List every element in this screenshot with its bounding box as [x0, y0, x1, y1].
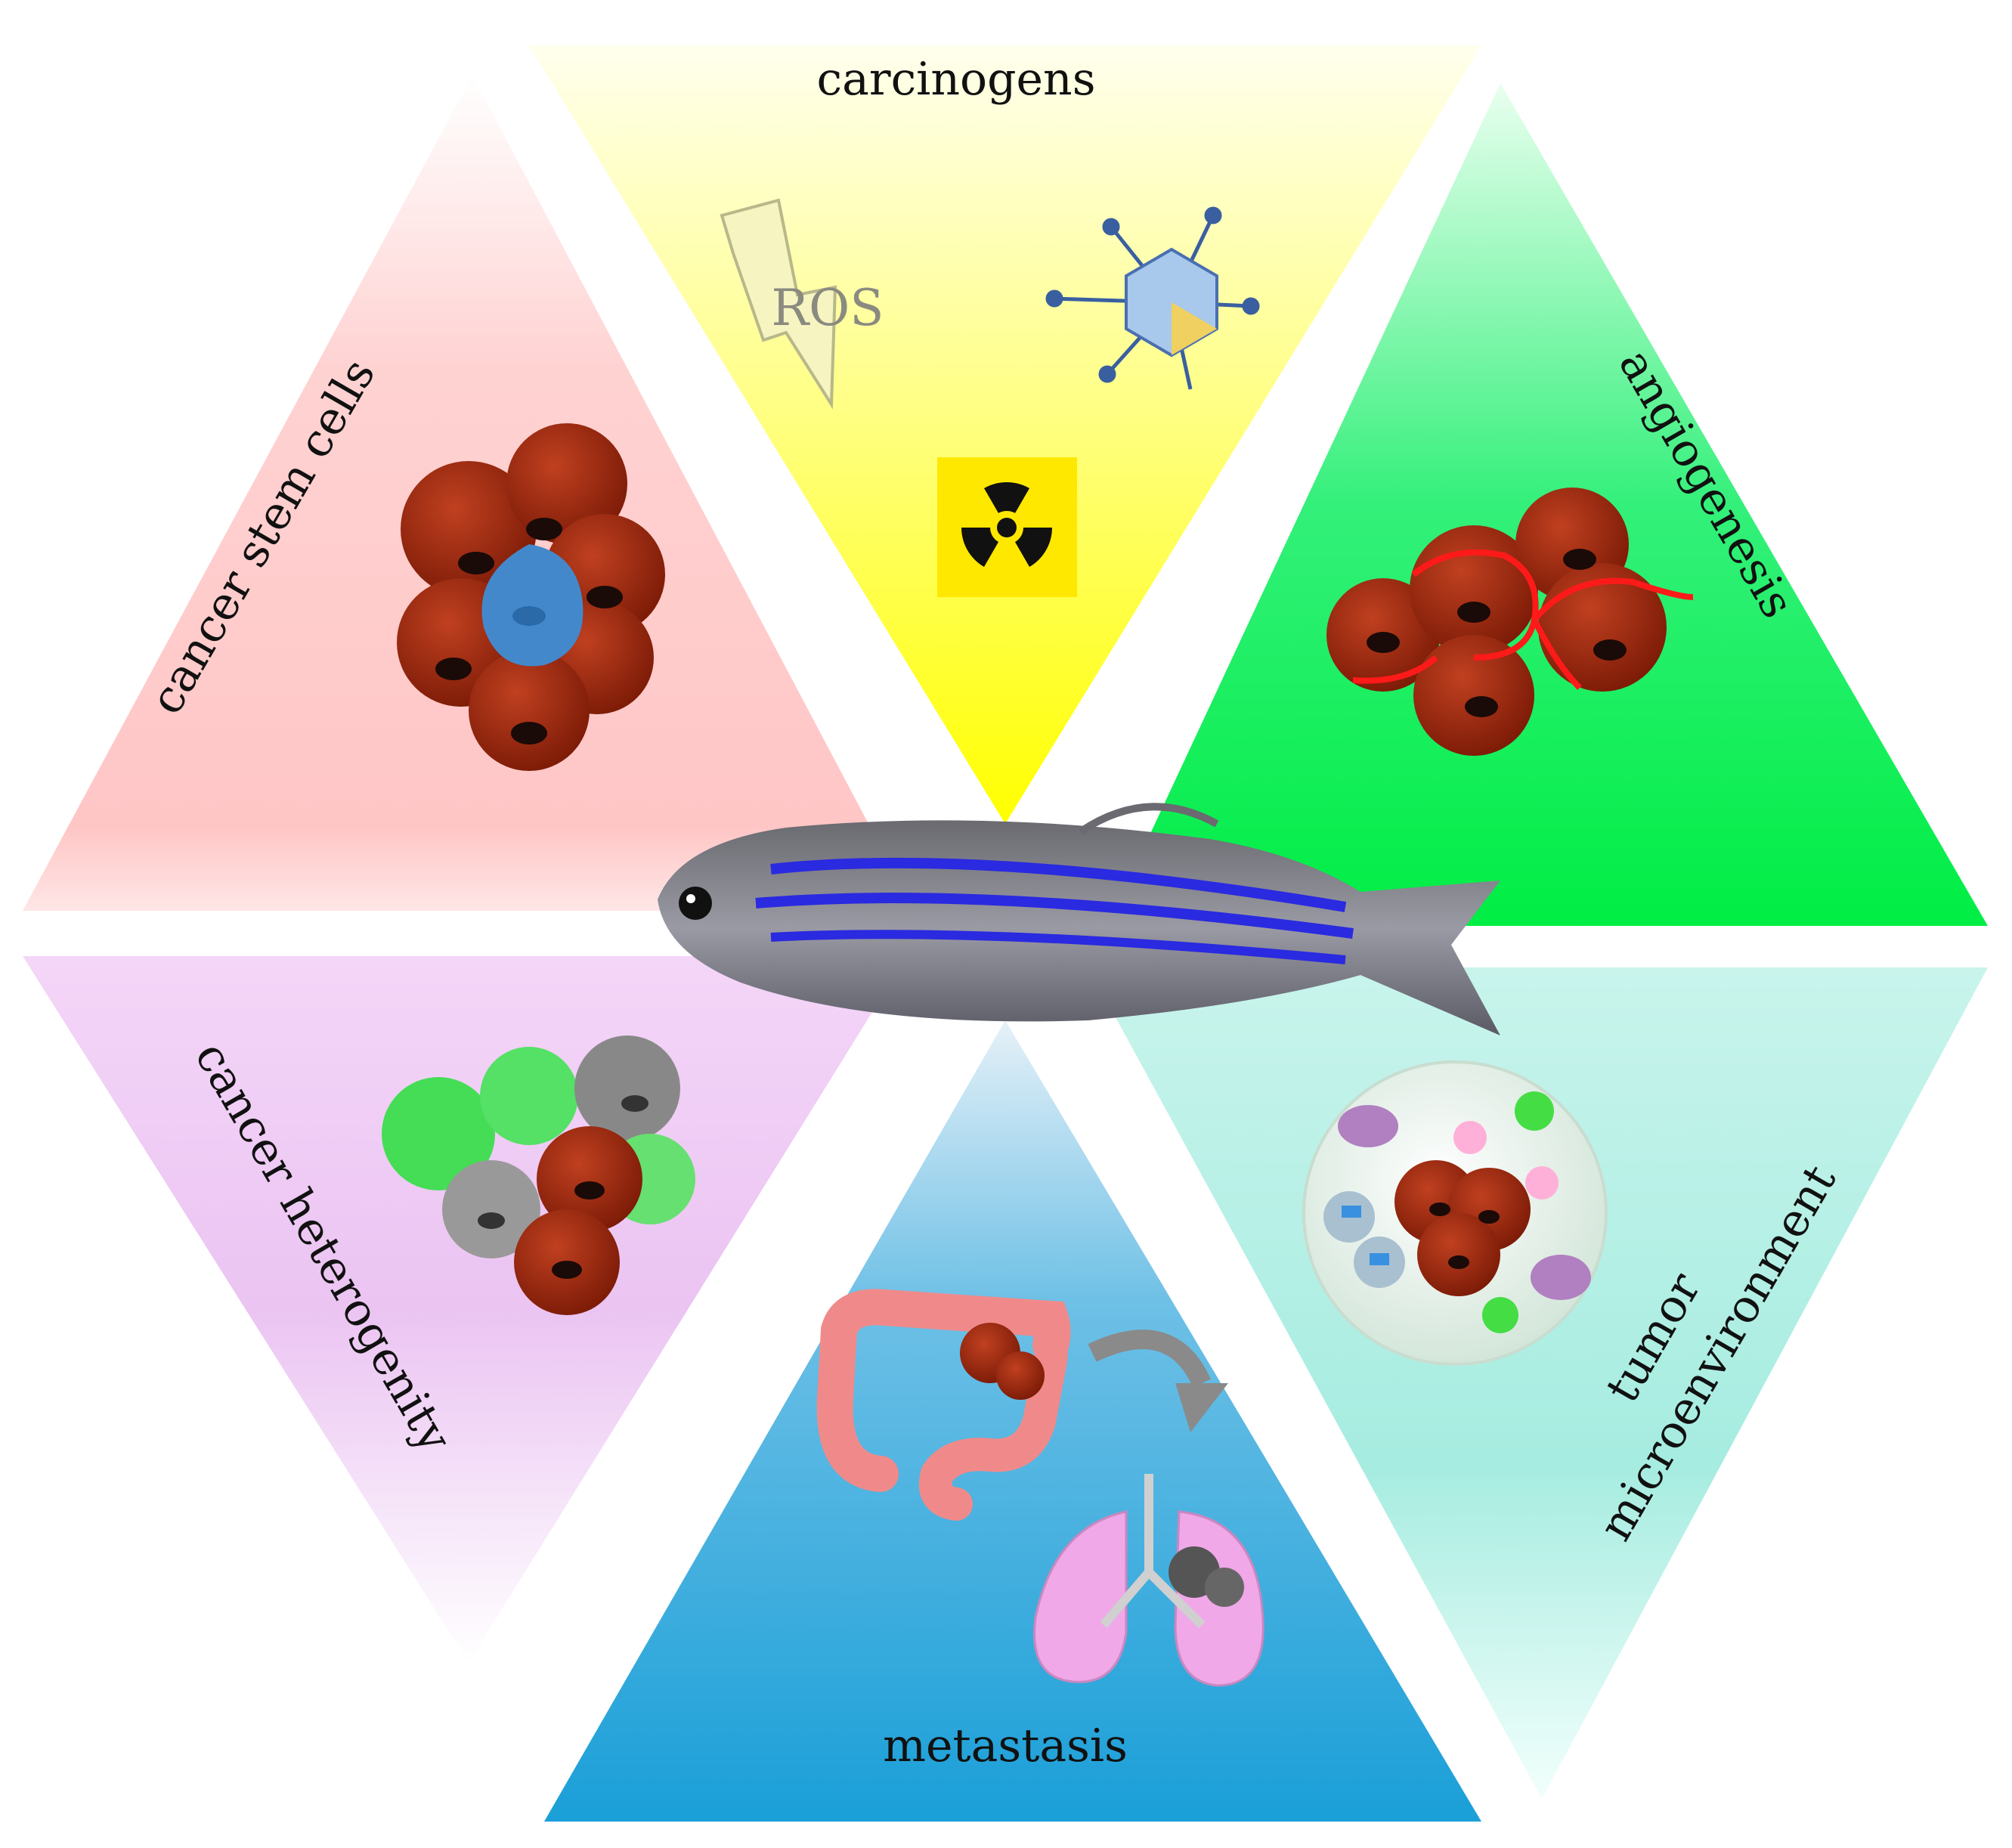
ros-label: ROS	[771, 279, 884, 337]
segment-metastasis: metastasis	[544, 1020, 1481, 1822]
metastasis-label: metastasis	[883, 1720, 1128, 1772]
radiation-icon	[937, 457, 1077, 597]
curved-arrow-icon	[1088, 1330, 1228, 1432]
carcinogens-label: carcinogens	[817, 53, 1096, 106]
cancer-heterogenity-triangle	[23, 956, 907, 1663]
zebrafish-icon	[658, 803, 1500, 1035]
virus-icon	[1045, 206, 1260, 390]
tumor-cell-cluster-icon	[1326, 488, 1694, 756]
lungs-icon	[1033, 1474, 1264, 1687]
microenvironment-bubble-icon	[1302, 1060, 1608, 1366]
segment-cancer-heterogenity: cancer heterogenity	[23, 956, 907, 1663]
heterogeneous-tumor-icon	[382, 1035, 695, 1315]
intestine-icon	[816, 1289, 1071, 1521]
colon-tumor-icon	[960, 1323, 1045, 1400]
lightning-bolt-icon	[720, 198, 837, 410]
segment-carcinogens: carcinogens ROS	[529, 45, 1481, 824]
stem-cell-icon	[481, 544, 583, 667]
